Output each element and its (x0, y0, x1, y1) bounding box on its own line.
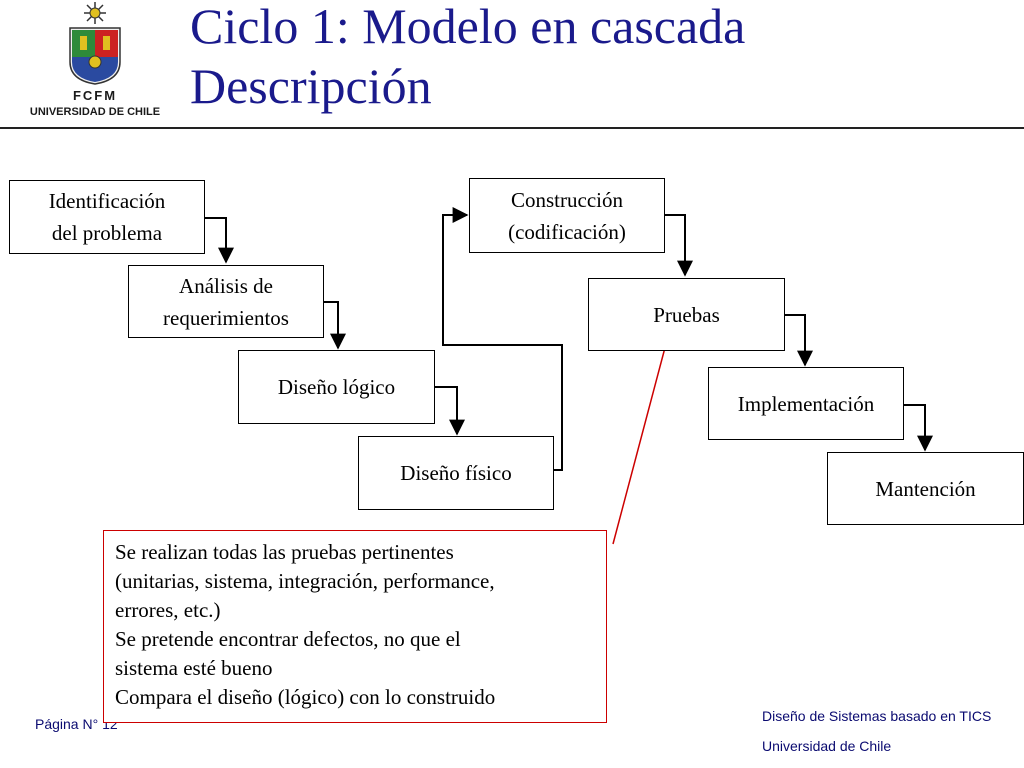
step-pruebas-label: Pruebas (653, 302, 720, 327)
slide-title-line2: Descripción (190, 58, 432, 114)
connector-analisis-diseno-logico (324, 301, 346, 350)
connector-construccion-pruebas (665, 214, 693, 277)
callout-line: Compara el diseño (lógico) con lo constr… (115, 685, 496, 709)
title-divider (0, 127, 1024, 129)
university-crest-icon (69, 2, 121, 85)
footer-course: Diseño de Sistemas basado en TICS (762, 708, 992, 724)
callout-pointer-line (612, 324, 672, 545)
callout-line: errores, etc.) (115, 598, 221, 622)
slide-title-line1: Ciclo 1: Modelo en cascada (190, 0, 746, 54)
university-logo: FCFM UNIVERSIDAD DE CHILE (10, 0, 180, 128)
step-pruebas: Pruebas (588, 278, 785, 351)
connector-pruebas-implementacion (785, 314, 813, 367)
slide-title: Ciclo 1: Modelo en cascada Descripción (190, 0, 745, 116)
step-implementacion-label: Implementación (737, 391, 875, 416)
footer-university: Universidad de Chile (762, 738, 892, 754)
step-diseno-fisico-label: Diseño físico (400, 461, 512, 485)
pruebas-callout: Se realizan todas las pruebas pertinente… (103, 530, 607, 723)
connector-implementacion-mantencion (904, 404, 933, 452)
step-analisis-label: Análisis de requerimientos (163, 273, 289, 330)
callout-line: Se pretende encontrar defectos, no que e… (115, 627, 461, 651)
callout-line: sistema esté bueno (115, 656, 273, 680)
logo-university-text: UNIVERSIDAD DE CHILE (29, 106, 161, 118)
step-diseno-logico: Diseño lógico (238, 350, 435, 424)
page-number: Página N° 12 (35, 716, 118, 732)
connector-identificacion-analisis (205, 217, 234, 264)
callout-line: (unitarias, sistema, integración, perfor… (115, 569, 495, 593)
step-diseno-fisico: Diseño físico (358, 436, 554, 510)
callout-line: Se realizan todas las pruebas pertinente… (115, 540, 454, 564)
connector-fisico-construccion (442, 207, 563, 471)
step-identificacion: Identificación del problema (9, 180, 205, 254)
step-mantencion-label: Mantención (875, 476, 976, 501)
logo-fcfm-text: FCFM (72, 88, 118, 103)
step-construccion: Construcción (codificación) (469, 178, 665, 253)
step-analisis: Análisis de requerimientos (128, 265, 324, 338)
step-mantencion: Mantención (827, 452, 1024, 525)
step-implementacion: Implementación (708, 367, 904, 440)
connector-diseno-logico-fisico (435, 386, 465, 436)
step-identificacion-label: Identificación del problema (48, 189, 166, 245)
step-diseno-logico-label: Diseño lógico (277, 375, 396, 399)
step-construccion-label: Construcción (codificación) (508, 187, 626, 244)
